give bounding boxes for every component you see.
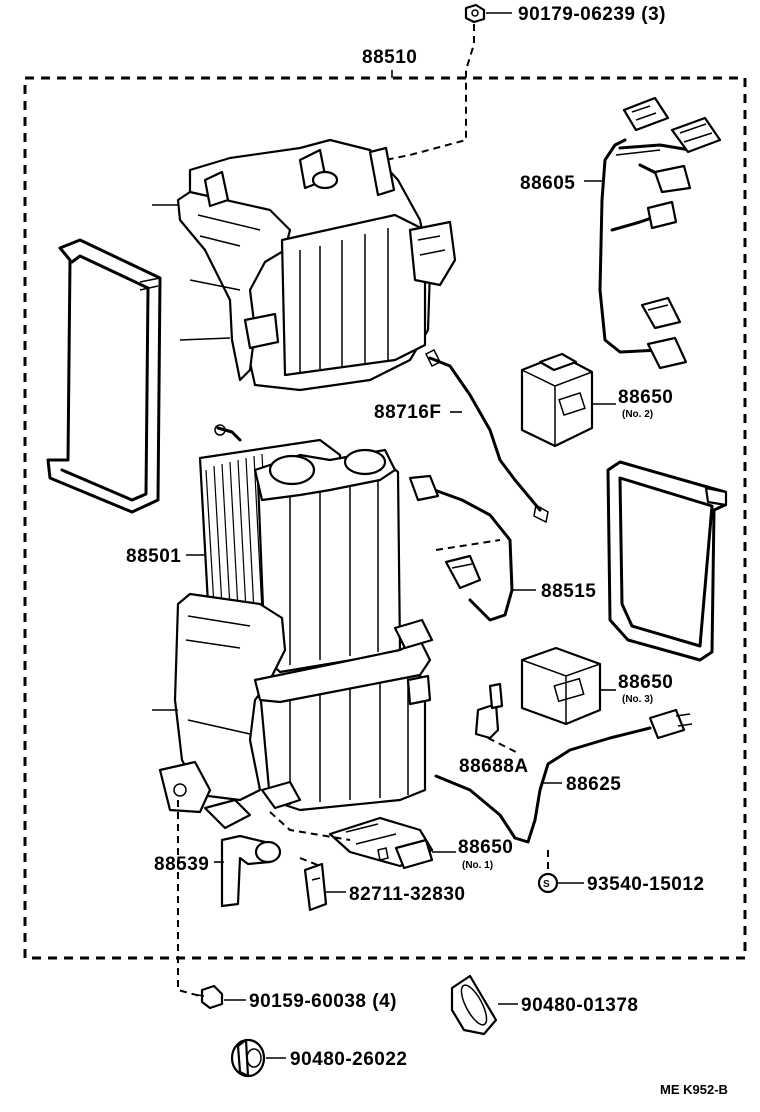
upper-housing-case[interactable] — [176, 138, 457, 392]
callout-drain-hose: 88539 — [154, 854, 209, 875]
callout-tube-f: 88716F — [374, 402, 441, 423]
callout-bolt-bottom: 90159-60038 (4) — [249, 991, 397, 1012]
bottom-flange — [158, 760, 302, 830]
amplifier-no3[interactable] — [520, 646, 602, 726]
amplifier-no1[interactable] — [328, 816, 434, 870]
callout-amp-no2-sub: (No. 2) — [622, 409, 653, 420]
assembly-label: 88510 — [362, 47, 417, 68]
left-gasket[interactable] — [46, 238, 162, 514]
thermistor[interactable] — [408, 474, 514, 622]
wire-harness[interactable] — [598, 96, 722, 370]
callout-plug: 90480-01378 — [521, 995, 639, 1016]
callout-bracket: 82711-32830 — [349, 884, 465, 905]
callout-amp-no1-sub: (No. 1) — [462, 860, 493, 871]
callout-sensor-wire: 88625 — [566, 774, 621, 795]
callout-screw-s: 93540-15012 — [587, 874, 705, 895]
callout-wire-harness: 88605 — [520, 173, 575, 194]
callout-grommet: 90480-26022 — [290, 1049, 408, 1070]
connector-icon — [622, 96, 670, 132]
drain-hose[interactable] — [220, 834, 282, 908]
plug-icon[interactable] — [450, 974, 498, 1036]
callout-bracket-a: 88688A — [459, 756, 529, 777]
connector-icon — [653, 164, 692, 194]
tube-f[interactable] — [424, 348, 549, 524]
connector-icon — [670, 116, 722, 154]
amplifier-no2[interactable] — [520, 352, 594, 448]
callout-amp-no2: 88650 — [618, 387, 673, 408]
grommet-icon[interactable] — [230, 1038, 266, 1078]
callout-thermistor: 88515 — [541, 581, 596, 602]
assembly-boundary — [23, 70, 747, 960]
screw-s-marker: S — [543, 879, 550, 890]
bracket[interactable] — [303, 862, 328, 912]
callout-amp-no3: 88650 — [618, 672, 673, 693]
lower-housing-case[interactable] — [158, 592, 434, 830]
callout-amp-no3-sub: (No. 3) — [622, 694, 653, 705]
connector-icon — [646, 336, 688, 370]
callout-evaporator: 88501 — [126, 546, 181, 567]
connector-icon — [646, 200, 678, 230]
connector-icon — [640, 296, 682, 330]
bracket-a[interactable] — [474, 682, 504, 740]
right-gasket[interactable] — [606, 460, 728, 662]
callout-bolt-top: 90179-06239 (3) — [518, 4, 666, 25]
callout-amp-no1: 88650 — [458, 837, 513, 858]
bolt-bottom-icon[interactable] — [191, 984, 224, 1010]
screw-s-icon[interactable]: S — [537, 872, 559, 894]
drawing-code: ME K952-B — [660, 1082, 728, 1097]
bolt-top-icon[interactable] — [464, 3, 486, 24]
sensor-wire[interactable] — [434, 708, 693, 844]
